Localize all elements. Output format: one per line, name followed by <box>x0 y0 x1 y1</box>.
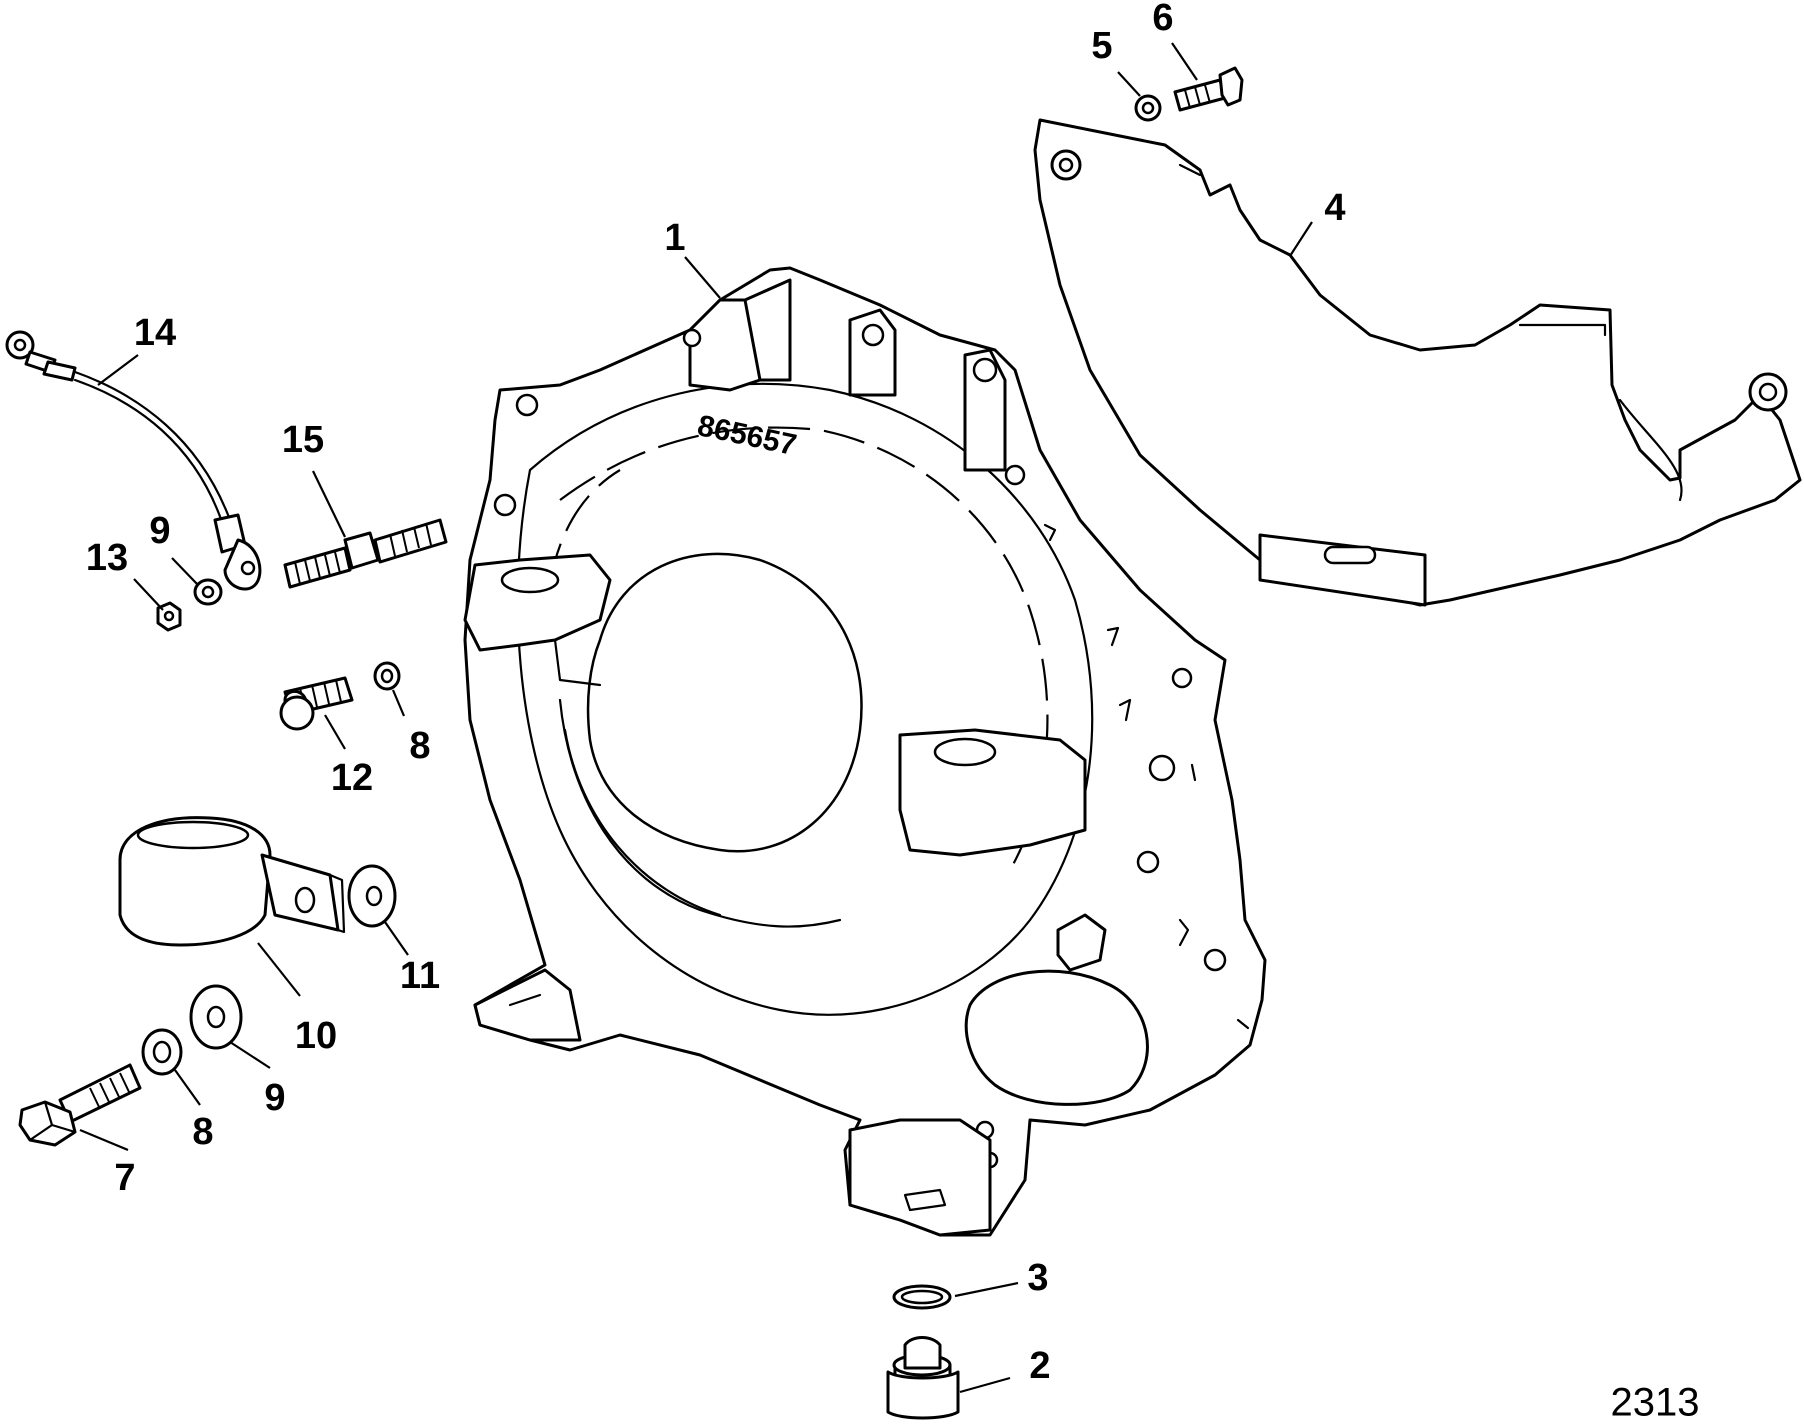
callout-3: 3 <box>1027 1257 1048 1299</box>
callout-15: 15 <box>282 419 324 461</box>
callout-9-lower: 9 <box>264 1077 285 1119</box>
screw-12 <box>279 676 354 731</box>
callout-7: 7 <box>114 1157 135 1199</box>
callout-2: 2 <box>1029 1345 1050 1387</box>
washer-11 <box>347 864 397 928</box>
callout-9-upper: 9 <box>149 510 170 552</box>
callout-6: 6 <box>1152 0 1173 39</box>
callout-8-upper: 8 <box>409 725 430 767</box>
callout-14: 14 <box>134 312 176 354</box>
washer-5 <box>1134 94 1162 122</box>
callout-13: 13 <box>86 537 128 579</box>
screw-6 <box>1173 66 1244 112</box>
lock-washer-8-lower <box>141 1028 183 1076</box>
callout-8-lower: 8 <box>192 1111 213 1153</box>
callout-5: 5 <box>1091 25 1112 67</box>
washer-9-upper <box>193 578 223 606</box>
callout-1: 1 <box>664 217 685 259</box>
stud-15 <box>283 518 448 589</box>
callout-4: 4 <box>1324 187 1345 229</box>
seal-ring-3 <box>892 1284 952 1310</box>
plug-2 <box>886 1336 960 1420</box>
flywheel-housing: 865657 <box>463 266 1267 1237</box>
ground-strap-14 <box>5 330 262 591</box>
leader-lines <box>79 42 1313 1394</box>
washer-9-lower <box>189 984 243 1050</box>
callout-11: 11 <box>400 955 440 997</box>
bolt-7 <box>18 1063 142 1147</box>
clamp-10 <box>118 816 346 947</box>
callout-labels: 1 2 3 4 5 6 7 8 8 9 9 10 11 12 13 14 15 <box>86 0 1346 1387</box>
callout-12: 12 <box>331 757 373 799</box>
flywheel-cover <box>1033 118 1802 607</box>
callout-10: 10 <box>295 1015 337 1057</box>
lock-washer-8-upper <box>373 661 401 691</box>
figure-number: 2313 <box>1611 1381 1700 1424</box>
nut-13 <box>156 601 182 632</box>
